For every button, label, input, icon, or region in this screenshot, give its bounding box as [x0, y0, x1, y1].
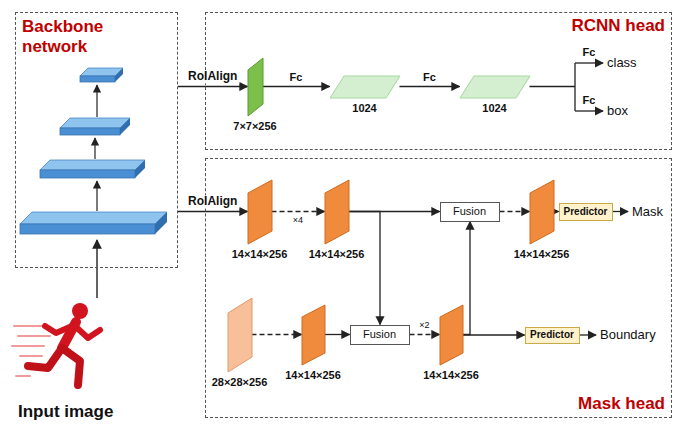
input-arrow [96, 240, 97, 298]
plane-shape [302, 305, 325, 365]
roi-feature-map: 7×7×256 [248, 58, 263, 116]
output-label: class [607, 56, 637, 71]
mask-head-region: 14×14×25614×14×256Fusion14×14×256Predict… [205, 158, 672, 418]
dimension-caption: 14×14×256 [285, 369, 341, 382]
backbone-region: Backbone network [15, 12, 178, 268]
box-text: Fusion [363, 328, 396, 341]
plane-shape [228, 298, 252, 372]
connector-arrow [272, 211, 325, 212]
feature-map: 14×14×256 [248, 180, 272, 244]
layer-label: Fc [583, 46, 596, 59]
feature-map: 14×14×256 [530, 180, 554, 244]
output-label: Boundary [600, 328, 656, 343]
edge-label: RoIAlign [186, 195, 239, 208]
rcnn-head-region: 7×7×256 1024 1024 RCNN head [205, 12, 672, 150]
feature-plane [440, 305, 463, 365]
fc-feature: 1024 [330, 76, 400, 98]
connector-arrow [463, 334, 525, 335]
plane-shape [440, 305, 463, 365]
feature-plane [530, 180, 554, 244]
connector-arrow [178, 86, 248, 87]
output-arrow [574, 63, 575, 111]
feature-plane [228, 298, 252, 372]
pyramid-arrow [96, 181, 97, 211]
box-text: Predictor [564, 206, 608, 218]
box-text: Predictor [530, 329, 574, 341]
output-arrow [580, 334, 597, 335]
dimension-caption: 14×14×256 [514, 248, 570, 261]
input-caption: Input image [18, 402, 113, 422]
dimension-caption: 14×14×256 [309, 248, 365, 261]
dimension-caption: 28×28×256 [212, 376, 268, 389]
edge-label: ×4 [291, 216, 305, 226]
plane-shape [460, 76, 530, 98]
feature-pyramid [20, 68, 167, 234]
plane-shape [530, 180, 554, 244]
feature-plane [248, 58, 263, 116]
region-title: Backbone network [22, 17, 134, 56]
fusion-box: Fusion [440, 202, 500, 222]
dimension-caption: 14×14×256 [232, 248, 288, 261]
region-title: Mask head [578, 394, 665, 414]
output-label: box [607, 104, 628, 119]
output-arrow [575, 62, 603, 63]
feature-plane [325, 180, 349, 244]
feature-plane [248, 180, 272, 244]
feature-map: 14×14×256 [325, 180, 349, 244]
layer-label: Fc [583, 94, 596, 107]
connector-arrow [178, 211, 248, 212]
feature-map: 28×28×256 [228, 298, 252, 372]
connector-arrow [400, 86, 460, 87]
feature-map: 14×14×256 [302, 305, 325, 365]
connector-arrow [500, 211, 530, 212]
pyramid-level [80, 68, 123, 82]
edge-label: ×2 [417, 321, 431, 331]
feature-plane [302, 305, 325, 365]
pyramid-level [60, 118, 130, 135]
plane-shape [248, 180, 272, 244]
predictor-box: Predictor [525, 327, 580, 344]
edge-label: Fc [288, 70, 305, 82]
pyramid-level [40, 160, 145, 178]
pyramid-arrow [94, 138, 95, 159]
output-arrow [575, 110, 603, 111]
connector-arrow [349, 212, 381, 325]
plane-shape [325, 180, 349, 244]
runner-illustration [12, 303, 100, 385]
predictor-box: Predictor [559, 203, 613, 221]
plane-shape [330, 76, 400, 98]
dimension-caption: 7×7×256 [233, 120, 276, 133]
connector-arrow [263, 86, 330, 87]
fc-feature: 1024 [460, 76, 530, 98]
edge-label: Fc [421, 70, 438, 82]
box-text: Fusion [453, 205, 486, 218]
dimension-caption: 1024 [352, 102, 376, 115]
connector-arrow [252, 334, 302, 335]
output-label: Mask [632, 205, 663, 220]
output-arrow [613, 211, 629, 212]
feature-plane [330, 76, 400, 98]
edge-label: RoIAlign [186, 70, 239, 83]
connector-arrow [463, 222, 471, 335]
plane-shape [248, 58, 263, 116]
feature-plane [460, 76, 530, 98]
output-arrow [530, 86, 576, 87]
fusion-box: Fusion [350, 325, 410, 345]
dimension-caption: 1024 [482, 102, 506, 115]
pyramid-level [20, 212, 167, 234]
connector-arrow [325, 334, 350, 335]
region-title: RCNN head [571, 16, 665, 36]
feature-map: 14×14×256 [440, 305, 463, 365]
pyramid-arrow [96, 85, 97, 117]
connector-arrow [410, 334, 440, 335]
dimension-caption: 14×14×256 [423, 369, 479, 382]
